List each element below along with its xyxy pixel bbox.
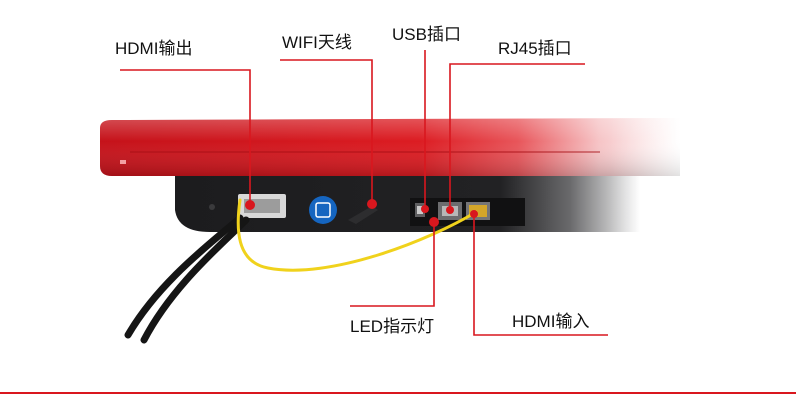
leader-rj45 xyxy=(449,63,585,210)
callout-hdmi-out: HDMI输出 xyxy=(115,39,193,58)
marker-rj45 xyxy=(446,206,454,214)
leader-hdmi-out xyxy=(120,69,251,205)
leader-wifi xyxy=(280,59,373,205)
device-lid-shade xyxy=(100,118,680,176)
callout-led-indicator: LED指示灯 xyxy=(350,317,435,336)
callout-usb-port: USB插口 xyxy=(392,25,461,44)
callout-wifi-antenna: WIFI天线 xyxy=(282,33,352,52)
marker-wifi xyxy=(367,199,377,209)
black-cable-2 xyxy=(140,216,250,344)
wifi-badge-glyph xyxy=(315,202,331,218)
yellow-cable xyxy=(236,198,478,272)
marker-led xyxy=(429,217,439,227)
marker-dots xyxy=(245,199,478,227)
footer-divider xyxy=(0,392,796,394)
black-cable xyxy=(124,214,244,339)
lid-indicator-dot xyxy=(120,160,126,164)
callout-hdmi-in: HDMI输入 xyxy=(512,312,590,331)
leader-led xyxy=(350,222,435,307)
leader-hdmi-in xyxy=(473,214,608,336)
fade-overlay xyxy=(610,110,796,240)
marker-hdmi-out xyxy=(245,200,255,210)
wifi-antenna-stub xyxy=(348,206,378,224)
marker-usb xyxy=(421,205,429,213)
callout-rj45-port: RJ45插口 xyxy=(498,39,572,58)
leader-lines xyxy=(120,50,608,336)
wifi-badge-icon xyxy=(309,196,337,224)
marker-hdmi-in xyxy=(470,210,478,218)
usb-port-inner xyxy=(417,206,423,214)
screw-hole xyxy=(209,204,215,210)
